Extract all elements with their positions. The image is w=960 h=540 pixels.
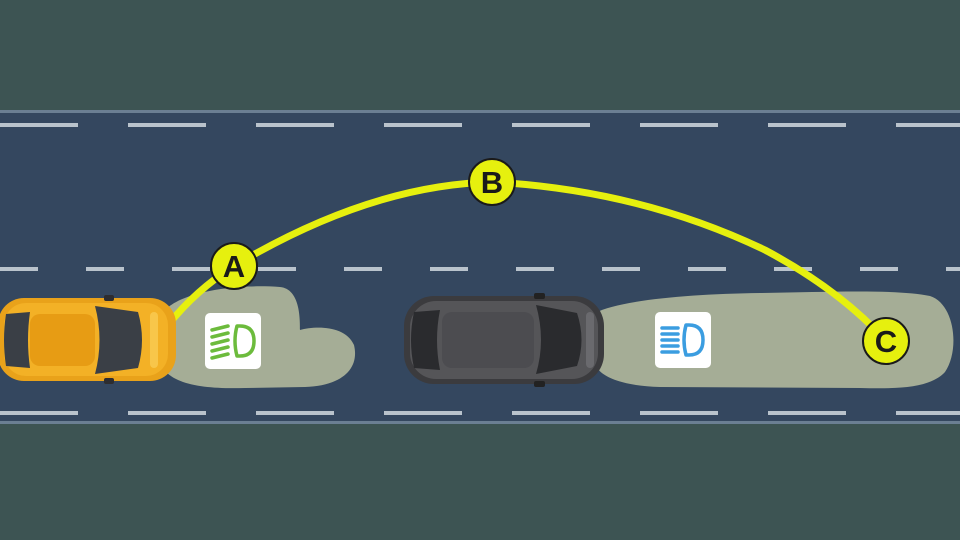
lane-dash	[640, 123, 718, 127]
lane-dash	[640, 411, 718, 415]
lane-dash	[896, 411, 960, 415]
point-c-marker: C	[862, 317, 910, 365]
lane-dash	[0, 411, 78, 415]
lane-dash	[602, 267, 640, 271]
lane-dash	[0, 267, 38, 271]
yellow-overtaking-car	[0, 295, 176, 384]
low-beam-headlight-icon	[205, 313, 261, 369]
lane-dash	[256, 123, 334, 127]
lane-dash	[128, 411, 206, 415]
lane-dash	[384, 123, 462, 127]
road-edge-top	[0, 110, 960, 113]
lane-dash	[430, 267, 468, 271]
lane-dash	[128, 123, 206, 127]
road-edge-bottom	[0, 421, 960, 424]
lane-dash	[860, 267, 898, 271]
lane-dash	[768, 123, 846, 127]
point-b-label: B	[481, 165, 503, 200]
lane-dash	[256, 411, 334, 415]
lane-dash	[258, 267, 296, 271]
lane-dash	[86, 267, 124, 271]
point-b-marker: B	[468, 158, 516, 206]
point-c-label: C	[875, 324, 897, 359]
lane-dash	[688, 267, 726, 271]
lane-dash	[768, 411, 846, 415]
lane-dash	[512, 411, 590, 415]
lane-dash	[516, 267, 554, 271]
lane-dash	[344, 267, 382, 271]
lane-dash	[946, 267, 960, 271]
point-a-label: A	[223, 249, 245, 284]
grey-car-ahead	[404, 293, 604, 387]
lane-dash	[384, 411, 462, 415]
high-beam-headlight-icon	[655, 312, 711, 368]
point-a-marker: A	[210, 242, 258, 290]
lane-dash	[512, 123, 590, 127]
lane-dash	[0, 123, 78, 127]
lane-dash	[172, 267, 210, 271]
lane-dash	[896, 123, 960, 127]
